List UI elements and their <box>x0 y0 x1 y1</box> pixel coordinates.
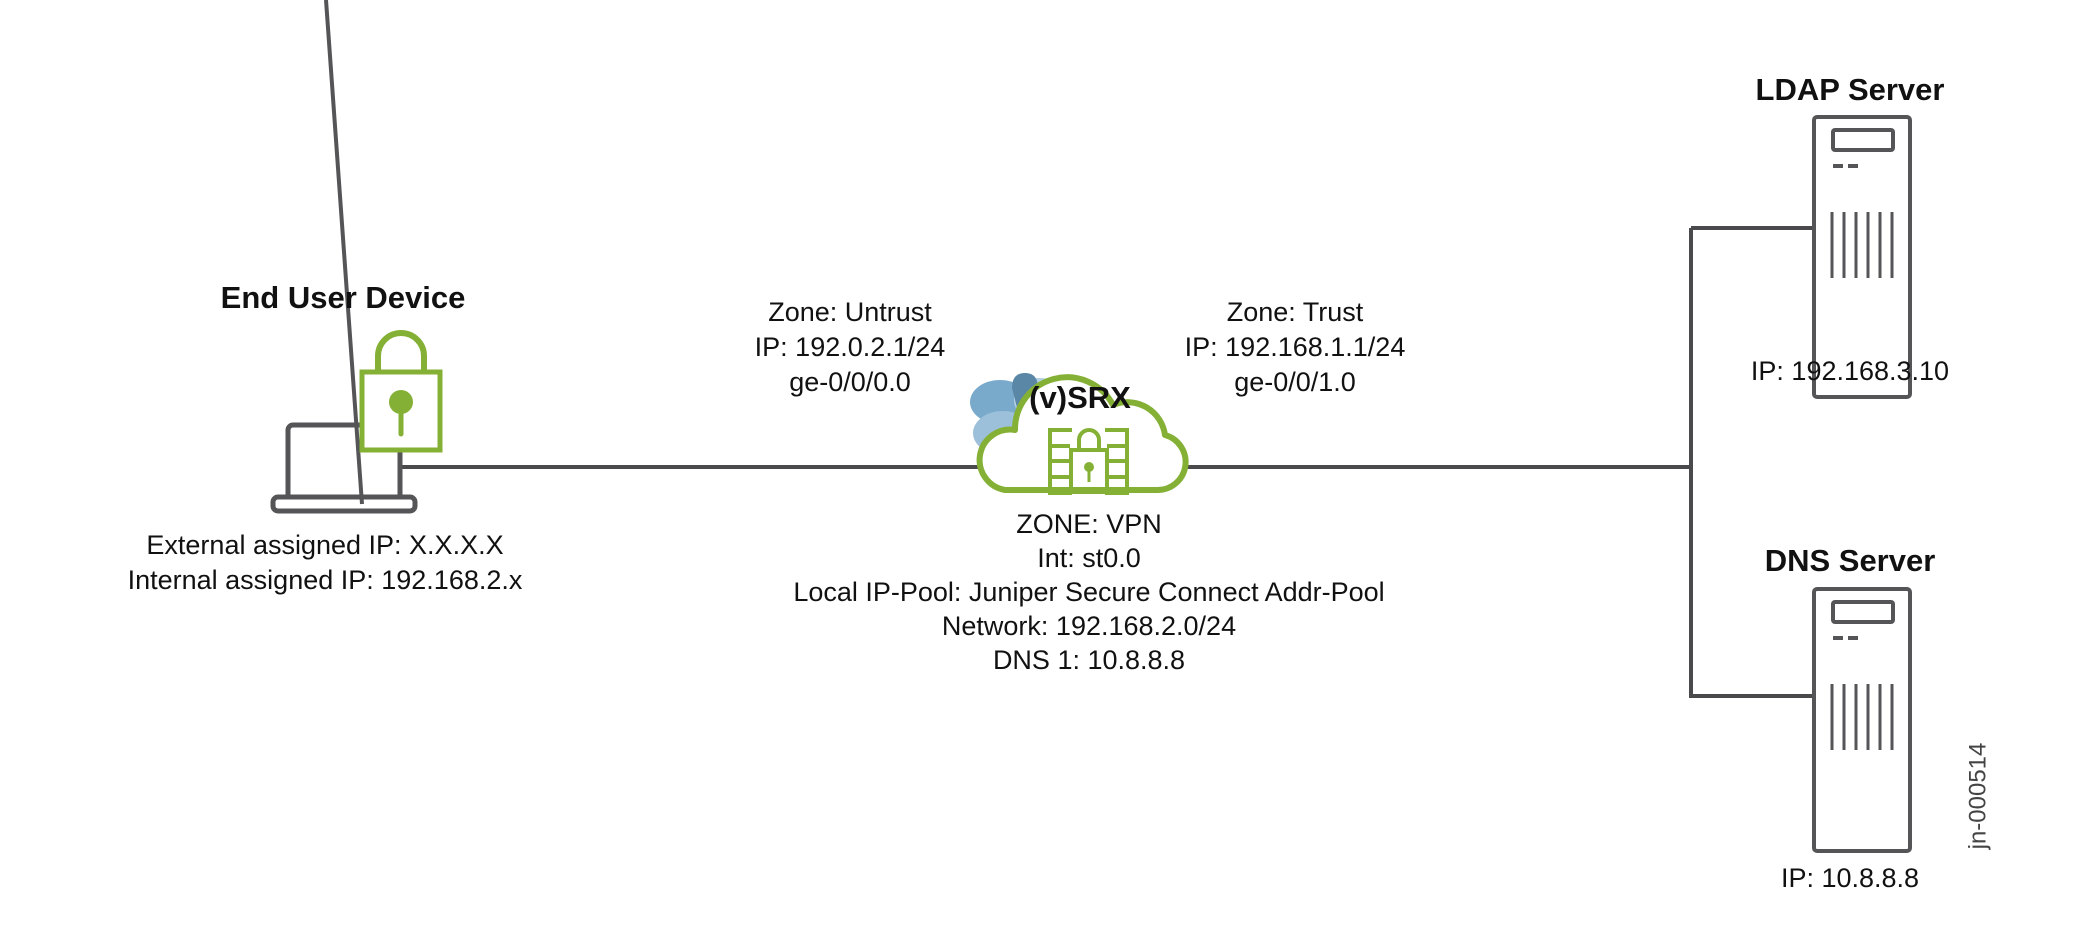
dns-server-icon <box>1812 587 1912 853</box>
untrust-ip-label: IP: 192.0.2.1/24 <box>754 332 946 362</box>
dns-setting-label: DNS 1: 10.8.8.8 <box>992 645 1186 675</box>
external-ip-label: External assigned IP: X.X.X.X <box>146 530 504 560</box>
cloud-firewall-icon <box>976 374 1189 495</box>
ldap-ip-label: IP: 192.168.3.10 <box>1750 356 1950 386</box>
network-label: Network: 192.168.2.0/24 <box>941 611 1237 641</box>
ip-pool-label: Local IP-Pool: Juniper Secure Connect Ad… <box>793 577 1385 607</box>
internal-ip-label: Internal assigned IP: 192.168.2.x <box>127 565 523 595</box>
untrust-zone-label: Zone: Untrust <box>768 297 932 327</box>
vpn-interface-label: Int: st0.0 <box>1037 543 1141 573</box>
untrust-interface-label: ge-0/0/0.0 <box>789 367 911 397</box>
end-user-device-title: End User Device <box>220 280 466 315</box>
ldap-server-icon <box>1812 115 1912 399</box>
figure-id: jn-000514 <box>1964 742 1992 850</box>
vpn-zone-label: ZONE: VPN <box>1016 509 1162 539</box>
trust-interface-label: ge-0/0/1.0 <box>1234 367 1356 397</box>
lock-icon <box>359 330 443 453</box>
srx-title: (v)SRX <box>1029 380 1131 415</box>
connection-lines <box>402 226 1814 698</box>
ldap-server-title: LDAP Server <box>1755 72 1945 107</box>
dns-ip-label: IP: 10.8.8.8 <box>1780 863 1920 893</box>
dns-server-title: DNS Server <box>1764 543 1936 578</box>
trust-ip-label: IP: 192.168.1.1/24 <box>1184 332 1406 362</box>
trust-zone-label: Zone: Trust <box>1226 297 1364 327</box>
